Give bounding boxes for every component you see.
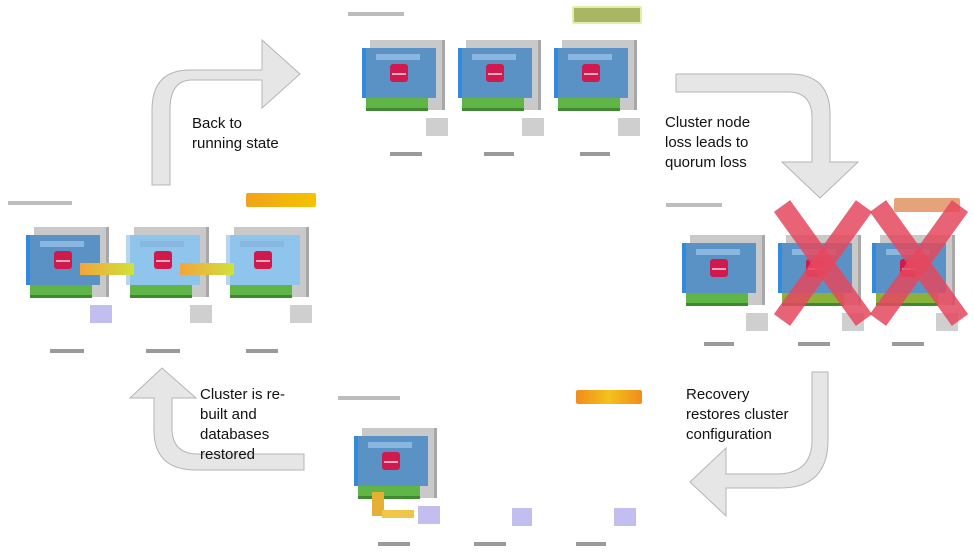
- node-placeholder: [614, 508, 636, 526]
- node-label: [390, 152, 422, 156]
- server-node: [362, 40, 448, 136]
- arrow-to-recovery: [689, 371, 829, 518]
- server-node: [354, 428, 440, 524]
- arrow-to-quorum-loss: [675, 73, 860, 199]
- server-node: [554, 40, 640, 136]
- node-label: [50, 349, 84, 353]
- node-label: [484, 152, 514, 156]
- node-label: [146, 349, 180, 353]
- arrow-to-rebuild: [128, 367, 305, 471]
- caption-recovery: Recovery restores cluster configuration: [686, 386, 789, 443]
- server-node: [682, 235, 768, 331]
- database-icon: [154, 251, 172, 269]
- database-icon: [710, 259, 728, 277]
- database-icon: [54, 251, 72, 269]
- cluster-rebuild: [0, 185, 330, 360]
- cluster-title: [338, 396, 400, 400]
- database-icon: [486, 64, 504, 82]
- failure-x-icon: [869, 200, 968, 326]
- node-label: [246, 349, 278, 353]
- node-label: [798, 342, 830, 346]
- caption-quorum-loss: Cluster node loss leads to quorum loss: [665, 114, 751, 171]
- database-icon: [390, 64, 408, 82]
- node-label: [892, 342, 924, 346]
- database-icon: [382, 452, 400, 470]
- node-placeholder: [512, 508, 532, 526]
- cluster-running: [340, 0, 650, 170]
- database-icon: [254, 251, 272, 269]
- server-node: [458, 40, 544, 136]
- server-node: [226, 227, 312, 323]
- replication-flow: [180, 263, 234, 275]
- server-node: [26, 227, 112, 323]
- replication-flow: [80, 263, 134, 275]
- restore-indicator: [382, 510, 414, 518]
- server-node: [126, 227, 212, 323]
- database-icon: [582, 64, 600, 82]
- node-label: [576, 542, 606, 546]
- cluster-recovery: [330, 370, 660, 554]
- failure-x-icon: [773, 200, 872, 326]
- cluster-title: [666, 203, 722, 207]
- node-label: [474, 542, 506, 546]
- cluster-status-badge: [572, 6, 642, 24]
- node-label: [580, 152, 610, 156]
- node-label: [378, 542, 410, 546]
- arrow-to-running: [151, 38, 301, 186]
- cluster-status-badge: [246, 193, 316, 207]
- caption-rebuild: Cluster is re- built and databases resto…: [200, 386, 286, 463]
- restore-indicator: [372, 492, 384, 516]
- cluster-title: [348, 12, 404, 16]
- cluster-quorum-loss: [660, 190, 974, 360]
- caption-back-to-running: Back to running state: [192, 115, 279, 152]
- node-label: [704, 342, 734, 346]
- cluster-status-badge: [576, 390, 642, 404]
- cluster-status-badge: [894, 198, 960, 212]
- cluster-title: [8, 201, 72, 205]
